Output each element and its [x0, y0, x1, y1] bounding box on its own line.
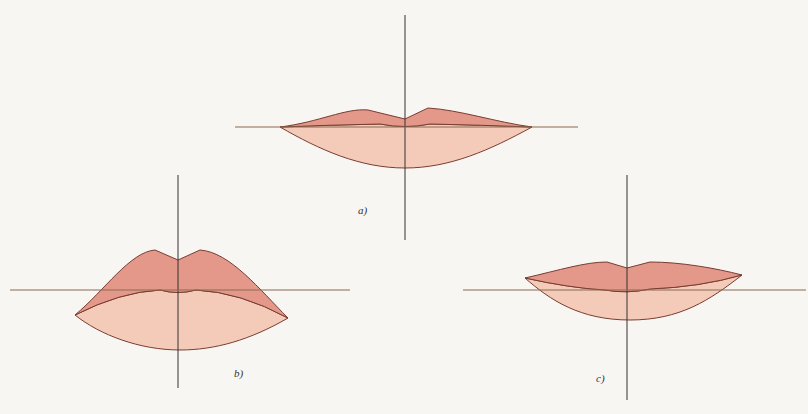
lips-upturned: [525, 262, 742, 320]
lips-downturned: [75, 250, 288, 350]
reference-axes: [10, 15, 806, 400]
panel-label: a): [358, 205, 367, 216]
lips-neutral: [280, 108, 532, 168]
panel-label: c): [596, 373, 605, 384]
panel-label: b): [234, 368, 243, 379]
